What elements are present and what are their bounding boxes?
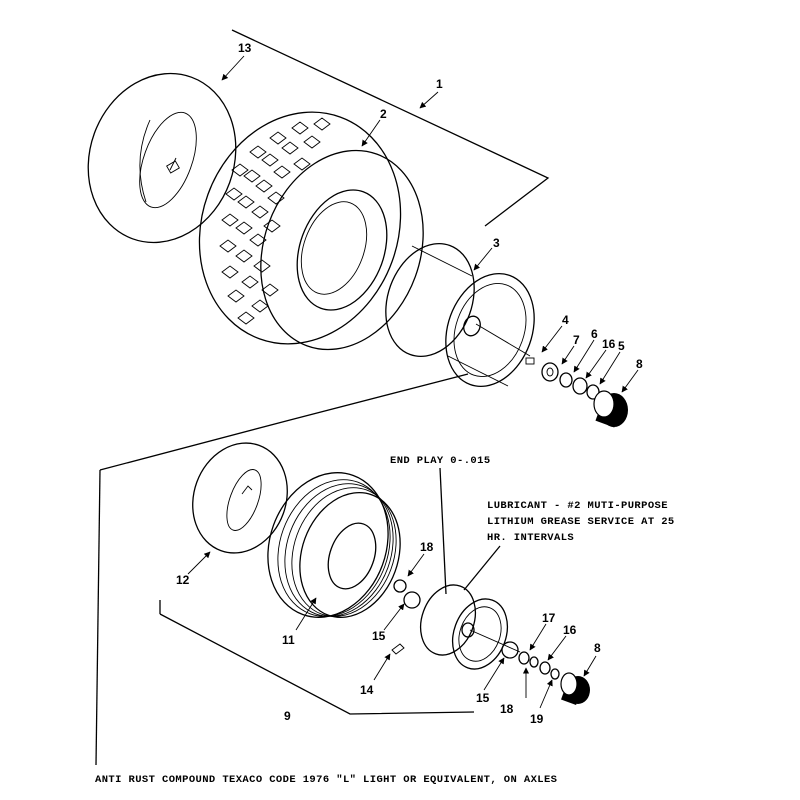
notes: END PLAY 0-.015 LUBRICANT - #2 MUTI-PURP…	[95, 455, 675, 786]
washer-6	[559, 372, 573, 388]
nut-19	[550, 668, 560, 680]
hub-hardware-rear-left	[391, 579, 421, 655]
callout-4: 4	[562, 313, 569, 327]
bracket-9	[159, 613, 475, 715]
bushing-15b	[501, 641, 519, 659]
callout-16: 16	[602, 337, 616, 351]
callout-9: 9	[284, 709, 291, 723]
tire-11	[267, 472, 401, 618]
callout-8: 8	[636, 357, 643, 371]
callout-1: 1	[436, 77, 443, 91]
key-4	[525, 357, 535, 365]
bearing-18	[393, 579, 407, 593]
anti-rust-leader	[95, 469, 101, 766]
washer-7	[541, 362, 559, 382]
callout-15: 15	[372, 629, 386, 643]
washer-16b	[539, 661, 551, 675]
end-play-note: END PLAY 0-.015	[390, 455, 491, 467]
callout-15b: 15	[476, 691, 490, 705]
rear-wheel-assembly	[95, 373, 590, 766]
callout-13: 13	[238, 41, 252, 55]
callout-3: 3	[493, 236, 500, 250]
lubricant-note-line3: HR. INTERVALS	[487, 532, 574, 544]
bearing-18b	[518, 651, 530, 665]
hub-hardware-front	[525, 357, 628, 428]
lubricant-leader	[463, 545, 501, 591]
hub-hardware-rear-right	[501, 641, 590, 705]
callout-19: 19	[530, 712, 544, 726]
valve-14	[391, 643, 405, 655]
tire-2	[198, 111, 424, 351]
callout-18: 18	[420, 540, 434, 554]
callout-11: 11	[282, 633, 295, 647]
callout-labels: 13 1 2 3 4 7 6 16 5 8 12 11 18 15 14 9 1…	[176, 41, 643, 726]
inner-tube-13	[87, 72, 237, 244]
bracket-1	[231, 29, 550, 227]
rear-rim	[419, 584, 521, 670]
washer-16	[572, 377, 588, 395]
hub-cap-8	[593, 390, 628, 428]
anti-rust-note: ANTI RUST COMPOUND TEXACO CODE 1976 "L" …	[95, 774, 557, 786]
front-wheel-assembly	[87, 29, 628, 428]
end-play-leader	[439, 467, 447, 595]
callout-18b: 18	[500, 702, 514, 716]
callout-8b: 8	[594, 641, 601, 655]
callout-17: 17	[542, 611, 556, 625]
hub-cap-8b	[560, 672, 590, 705]
callout-16b: 16	[563, 623, 577, 637]
callout-7: 7	[573, 333, 580, 347]
callout-2: 2	[380, 107, 387, 121]
callout-6: 6	[591, 327, 598, 341]
callout-14: 14	[360, 683, 374, 697]
callout-5: 5	[618, 339, 625, 353]
inner-tube-12	[192, 442, 288, 554]
callout-arrows	[187, 55, 639, 709]
callout-12: 12	[176, 573, 190, 587]
bushing-15	[403, 591, 421, 609]
lubricant-note-line2: LITHIUM GREASE SERVICE AT 25	[487, 516, 675, 528]
rim-3	[385, 242, 535, 388]
lubricant-note-line1: LUBRICANT - #2 MUTI-PURPOSE	[487, 500, 668, 512]
anti-rust-leader-top	[99, 373, 469, 471]
washer-17	[529, 656, 539, 668]
